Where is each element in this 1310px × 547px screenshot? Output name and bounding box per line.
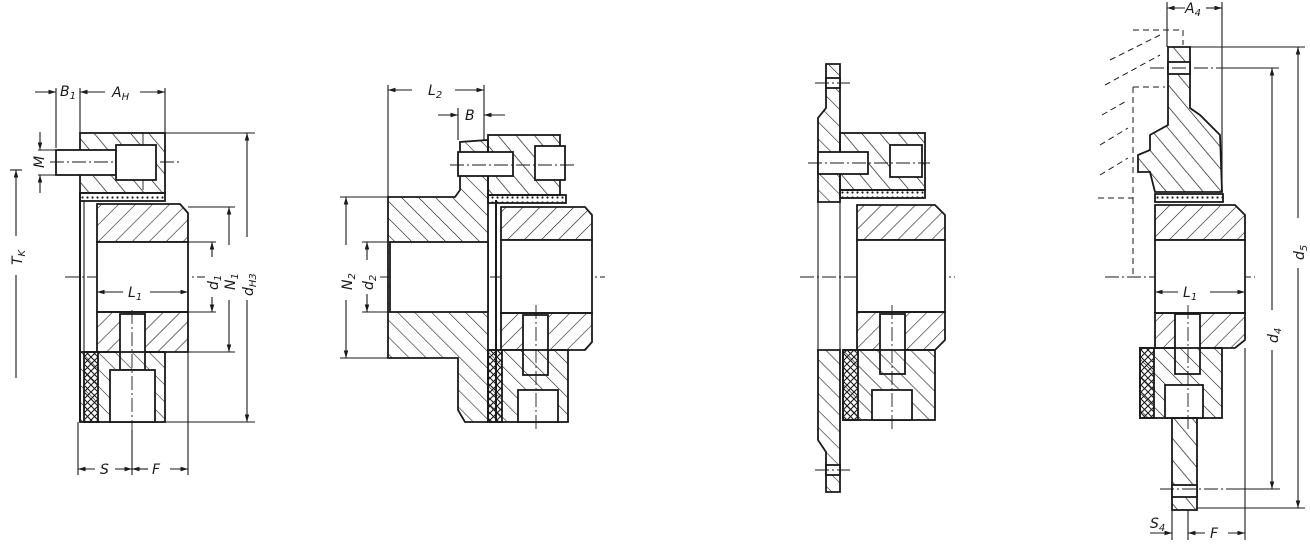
label-d1: d1 [206, 275, 224, 290]
label-TK: TK [10, 248, 28, 265]
label-d4: d4 [1266, 328, 1284, 343]
label-L1-view4: L1 [1183, 285, 1197, 303]
label-L2: L2 [428, 83, 442, 101]
view-4-dimensions [1150, 2, 1305, 540]
label-L1: L1 [128, 285, 142, 303]
view-2-coupling-with-hub [380, 134, 605, 432]
label-d5: d5 [1292, 245, 1310, 260]
label-F: F [152, 462, 161, 478]
label-N1: N1 [223, 273, 241, 290]
view-3-flange-coupling [800, 63, 955, 493]
label-S4: S4 [1150, 516, 1165, 534]
label-dH3: dH3 [241, 273, 259, 296]
label-AH: AH [111, 85, 130, 103]
view-1-dimensions [10, 88, 255, 475]
label-B: B [465, 108, 475, 124]
view-4-gear-flange-coupling [1098, 29, 1280, 511]
label-A4: A4 [1184, 1, 1201, 19]
view-2-labels: L2 B N2 d2 [340, 83, 475, 290]
label-B1: B1 [60, 84, 76, 102]
view-2-dimensions [340, 85, 505, 359]
view-1-labels: B1 AH M TK d1 N1 dH3 L1 S F [10, 84, 259, 478]
view-4-labels: A4 d5 d4 L1 S4 F [1150, 1, 1310, 542]
label-d2: d2 [361, 275, 379, 290]
label-M: M [32, 156, 48, 168]
view-1-coupling-hub [50, 132, 205, 430]
label-F-view4: F [1210, 526, 1219, 542]
label-S: S [100, 462, 109, 478]
label-N2: N2 [340, 273, 358, 290]
